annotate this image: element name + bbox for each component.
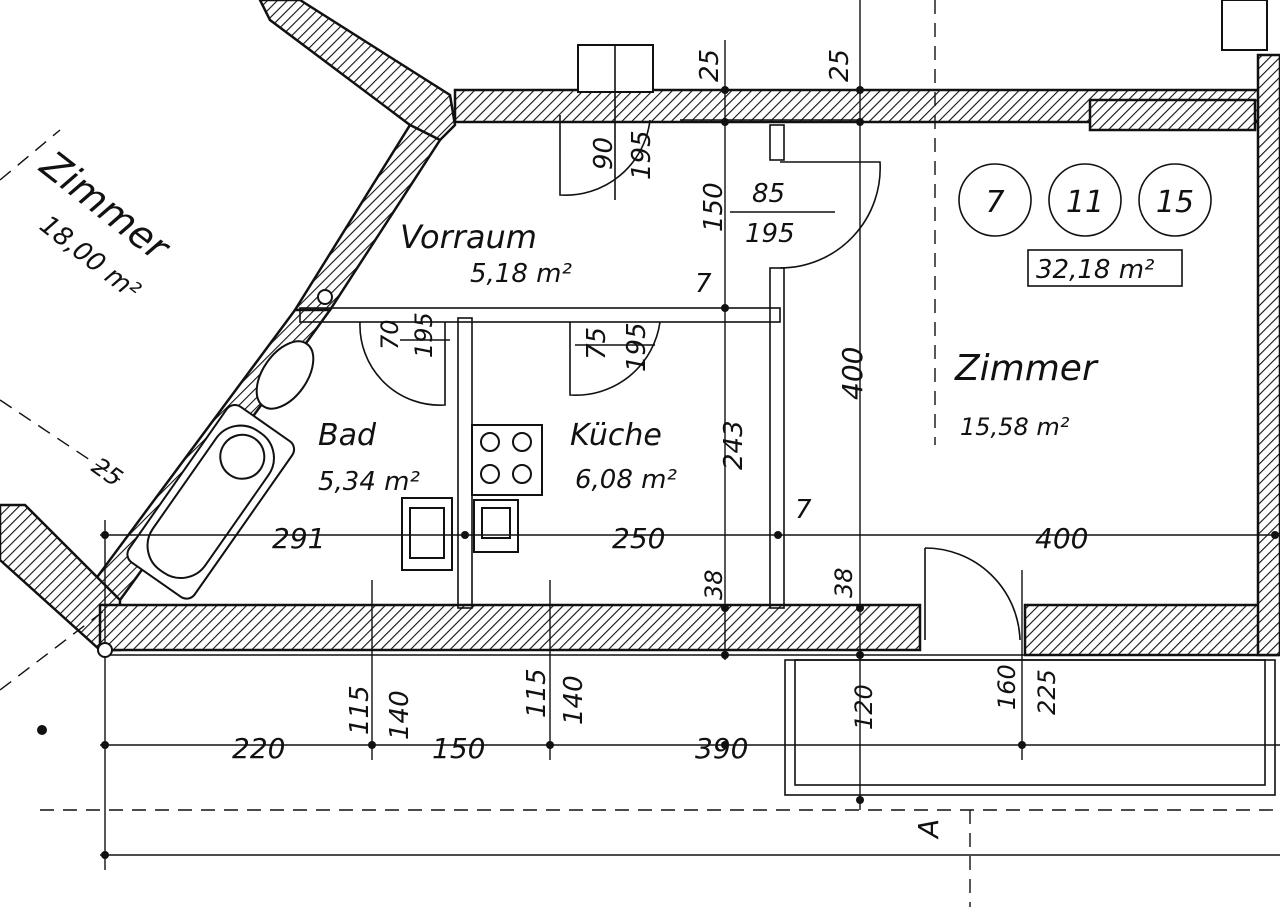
dim-corridor: 150 [699, 182, 729, 232]
dim-wall-thickness: 38 [830, 567, 858, 598]
dim-door-width: 160 [993, 664, 1021, 710]
room-name-vorraum: Vorraum [400, 218, 537, 256]
wall-right [1256, 53, 1280, 657]
unit-circle-label: 7 [985, 185, 1004, 220]
door-vorraum-right-height: 195 [745, 219, 795, 249]
stove [471, 424, 543, 496]
door-vorraum-right [779, 161, 881, 269]
wall-bottom [98, 603, 922, 652]
dim-window-width: 115 [522, 668, 552, 718]
section-mark: A [912, 819, 945, 840]
unit-circles: 7 11 15 [958, 163, 1212, 237]
dim-row-400: 400 [1035, 522, 1088, 555]
dim-row-291: 291 [272, 522, 325, 555]
dim-top-wall: 25 [695, 49, 725, 82]
dim-row-250: 250 [612, 522, 665, 555]
dim-row-220: 220 [232, 732, 285, 765]
door-vorraum-top [559, 115, 651, 196]
dimension-dots [37, 86, 1279, 859]
room-area-vorraum: 5,18 m² [470, 259, 572, 289]
dim-diagonal-wall: 25 [87, 452, 128, 492]
door-bad-width: 70 [376, 319, 404, 350]
dim-wall-thickness: 38 [700, 569, 728, 600]
dim-window-height: 140 [385, 690, 415, 740]
wall-bottom-right [1023, 603, 1280, 657]
dim-top-wall: 25 [825, 49, 855, 82]
door-vorraum-top-height: 195 [627, 130, 657, 180]
room-area-bad: 5,34 m² [318, 467, 420, 497]
wall-bad-kueche [457, 317, 473, 609]
door-bad-height: 195 [410, 312, 438, 358]
toilet [255, 340, 315, 410]
door-vorraum-right-width: 85 [752, 179, 785, 209]
dim-wall: 7 [795, 495, 812, 525]
unit-circle-label: 15 [1156, 185, 1194, 220]
dim-wall: 7 [695, 269, 712, 299]
cabinet-top-right [1221, 0, 1268, 51]
door-kueche-height: 195 [622, 322, 652, 372]
dim-row-390: 390 [695, 732, 748, 765]
wall-top-window [1088, 98, 1257, 132]
door-balcony [924, 547, 1021, 641]
dim-window-width: 115 [345, 685, 375, 735]
room-name-zimmer-right: Zimmer [954, 348, 1099, 389]
room-area-kueche: 6,08 m² [575, 465, 677, 495]
wall-vorraum-zimmer [769, 124, 785, 161]
dim-kueche: 243 [719, 420, 749, 470]
dim-row-150: 150 [432, 732, 485, 765]
dim-balcony-depth: 120 [850, 684, 878, 730]
door-kueche-width: 75 [582, 327, 612, 360]
door-vorraum-top-width: 90 [589, 137, 619, 170]
dim-height: 400 [836, 347, 869, 400]
bathtub [126, 403, 296, 600]
wall-interior-horizontal [299, 307, 781, 323]
unit-circle-label: 11 [1066, 185, 1104, 220]
dim-window-height: 140 [559, 675, 589, 725]
wall-kueche-zimmer [769, 267, 785, 609]
room-name-bad: Bad [318, 418, 377, 453]
room-name-kueche: Küche [570, 418, 662, 453]
door-bad [359, 321, 446, 406]
wall-diagonal-upper [258, 0, 457, 142]
dim-door-height: 225 [1033, 669, 1061, 715]
room-area-zimmer-right: 15,58 m² [960, 413, 1070, 441]
door-kueche [569, 321, 661, 396]
total-area: 32,18 m² [1036, 255, 1154, 285]
total-area-box [1027, 249, 1183, 287]
